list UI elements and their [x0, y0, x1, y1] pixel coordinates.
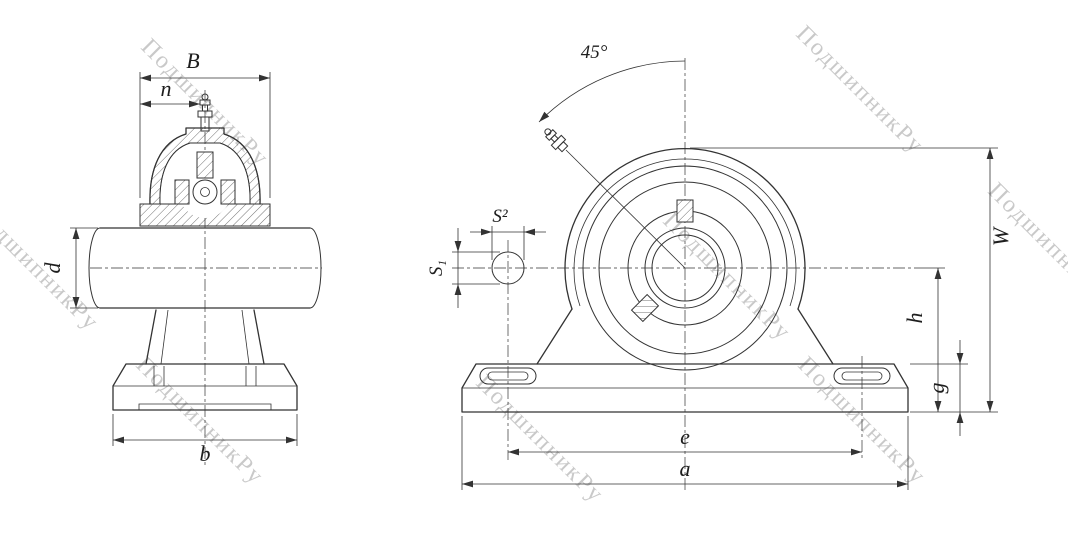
dim-a: a: [461, 416, 909, 490]
watermark-text: ПодшипникРу: [136, 34, 274, 172]
dim-w: W: [690, 147, 1013, 413]
dim-s1: S₁: [426, 228, 500, 308]
dim-label-s2: S²: [492, 206, 508, 227]
base-side: [461, 363, 909, 413]
dim-label-w: W: [988, 226, 1013, 246]
inner-ring-left: [174, 179, 190, 205]
dim-e: e: [508, 424, 862, 456]
dim-label-g: g: [924, 383, 949, 394]
dim-label-B: B: [186, 48, 199, 73]
set-screw-collar: [196, 151, 214, 179]
dim-label-h: h: [902, 313, 927, 324]
dim-label-b: b: [200, 441, 211, 466]
inner-ring-right: [220, 179, 236, 205]
set-screw-lower-left: [630, 293, 660, 323]
grease-fitting: [544, 128, 569, 153]
dim-g: g: [910, 340, 968, 436]
dim-d: d: [40, 227, 98, 309]
set-screw-top: [676, 199, 694, 223]
watermark-text: ПодшипникРу: [131, 352, 269, 490]
dim-b: b: [112, 414, 298, 466]
side-bolt-hole: [491, 251, 525, 285]
watermark-text: ПодшипникРу: [471, 370, 609, 508]
front-view: B n d b: [40, 48, 322, 468]
bearing-section: [174, 151, 236, 218]
shaft: [88, 227, 322, 309]
grease-axis-line: [565, 149, 686, 269]
left-bolt-slot: [479, 367, 537, 385]
base-front: [112, 363, 298, 411]
pedestal: [145, 309, 265, 365]
dim-label-d: d: [40, 262, 65, 274]
dim-B: B: [139, 48, 271, 198]
dim-label-45: 45°: [581, 42, 608, 63]
dim-n: n: [140, 76, 200, 108]
dim-s2: S²: [470, 206, 546, 260]
right-bolt-slot: [833, 367, 891, 385]
dim-label-e: e: [680, 424, 690, 449]
dim-label-n: n: [161, 76, 172, 101]
side-view: 45° S² S₁ W: [426, 42, 1013, 492]
watermark-text: ПодшипникРу: [791, 21, 929, 159]
bearing-ball: [192, 179, 218, 205]
dim-label-a: a: [680, 456, 691, 481]
dim-label-s1: S₁: [426, 260, 447, 276]
dim-h: h: [902, 267, 945, 412]
dim-angle-45: 45°: [538, 42, 686, 123]
